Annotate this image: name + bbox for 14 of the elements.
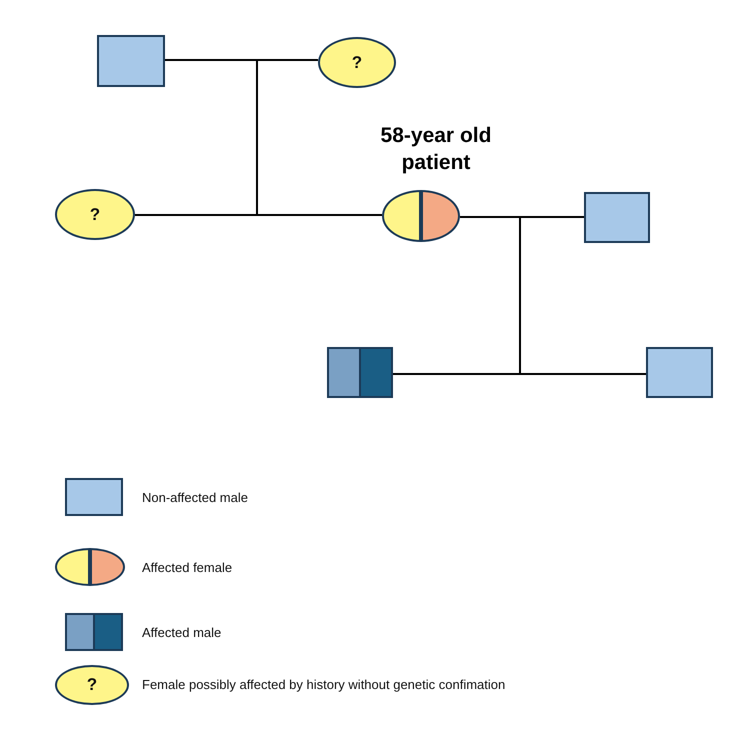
- female-circle: ?: [318, 37, 396, 88]
- male-square: [97, 35, 165, 87]
- male-square: [327, 347, 393, 398]
- male-square: [646, 347, 713, 398]
- legend-text: Non-affected male: [142, 490, 249, 506]
- pedigree-line: [519, 216, 646, 375]
- legend-text: Affected female: [142, 560, 234, 576]
- patient-caption: 58-year old patient: [380, 123, 492, 176]
- legend-text: Affected male: [142, 625, 222, 641]
- legend-text: Female possibly affected by history without genetic confimation: [142, 677, 506, 693]
- pedigree-line: [256, 59, 382, 216]
- female-circle: ?: [55, 189, 135, 240]
- question-mark: ?: [86, 675, 98, 695]
- male-square: [584, 192, 650, 243]
